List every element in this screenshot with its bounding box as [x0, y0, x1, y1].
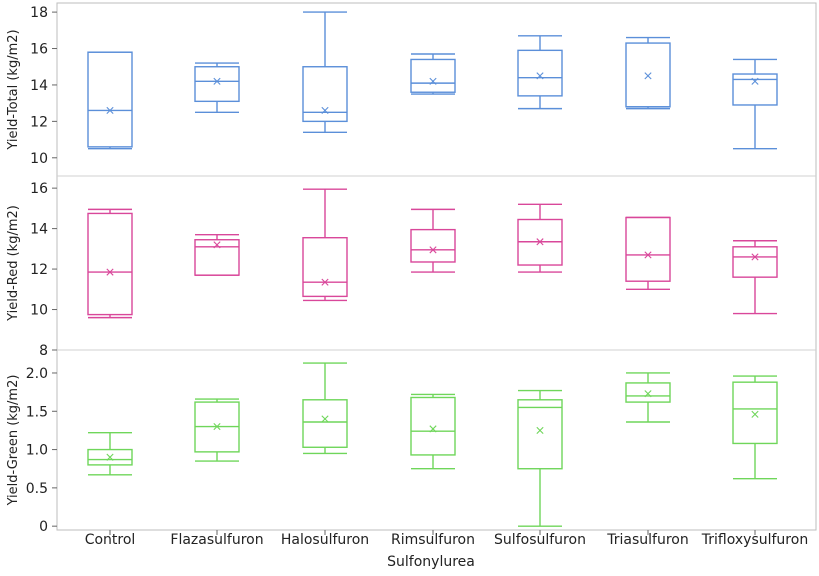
y-tick-label: 14 — [30, 222, 48, 238]
y-axis-title: Yield-Red (kg/m2) — [6, 205, 21, 322]
x-tick-label: Flazasulfuron — [170, 532, 263, 548]
mean-marker — [213, 77, 221, 85]
x-tick-label: Rimsulfuron — [391, 532, 475, 548]
box-sulfosulfuron — [517, 203, 563, 273]
y-tick-label: 10 — [30, 151, 48, 167]
box-control — [87, 51, 133, 150]
box-control — [87, 208, 133, 319]
box-body — [194, 239, 240, 276]
box-halosulfuron — [302, 188, 348, 302]
box-body — [194, 66, 240, 103]
panel-3: Yield-Green (kg/m2) 0 0.5 1.0 1.5 2.0 — [6, 362, 778, 535]
box-body — [410, 58, 456, 93]
box-body — [87, 448, 133, 466]
box-body — [87, 51, 133, 148]
box-trifloxysulfuron — [732, 240, 778, 315]
x-axis-title: Sulfonylurea — [387, 554, 475, 570]
box-triasulfuron — [625, 216, 671, 291]
box-halosulfuron — [302, 362, 348, 455]
mean-marker — [106, 268, 114, 276]
box-body — [517, 49, 563, 97]
box-body — [732, 381, 778, 445]
box-flazasulfuron — [194, 233, 240, 276]
mean-marker — [536, 426, 544, 435]
box-body — [302, 399, 348, 448]
mean-marker — [321, 278, 329, 286]
box-body — [517, 399, 563, 470]
y-axis-title: Yield-Green (kg/m2) — [6, 375, 21, 507]
box-flazasulfuron — [194, 398, 240, 462]
mean-marker — [751, 410, 759, 418]
y-tick-label: 1.5 — [26, 404, 48, 420]
box-flazasulfuron — [194, 62, 240, 113]
box-body — [732, 246, 778, 278]
y-tick-label: 14 — [30, 78, 48, 94]
box-body — [410, 396, 456, 456]
y-tick-label: 18 — [30, 5, 48, 21]
chart-frame — [56, 2, 817, 531]
mean-marker — [213, 241, 221, 249]
box-body — [410, 228, 456, 263]
mean-marker — [106, 453, 114, 461]
box-body — [732, 73, 778, 106]
y-tick-label: 10 — [30, 303, 48, 319]
mean-marker — [644, 72, 652, 80]
x-tick-label: Trifloxysulfuron — [701, 532, 808, 548]
x-tick-label: Triasulfuron — [606, 532, 688, 548]
plot-border — [56, 2, 817, 531]
box-rimsulfuron — [410, 53, 456, 95]
x-axis: Control Flazasulfuron Halosulfuron Rimsulfu… — [85, 530, 808, 548]
mean-marker — [751, 253, 759, 261]
y-tick-label: 12 — [30, 114, 48, 130]
box-sulfosulfuron — [517, 35, 563, 110]
mean-marker — [536, 238, 544, 246]
mean-marker — [213, 423, 221, 431]
box-sulfosulfuron — [517, 389, 563, 527]
box-rimsulfuron — [410, 393, 456, 470]
y-axis-title: Yield-Total (kg/m2) — [6, 29, 21, 150]
mean-marker — [429, 425, 437, 433]
mean-marker — [644, 251, 652, 259]
box-control — [87, 432, 133, 476]
box-halosulfuron — [302, 11, 348, 133]
mean-marker — [536, 72, 544, 80]
box-triasulfuron — [625, 36, 671, 110]
y-tick-label: 0 — [39, 519, 48, 535]
panel-1: Yield-Total (kg/m2) 10 12 14 16 18 — [6, 5, 778, 167]
box-trifloxysulfuron — [732, 58, 778, 150]
mean-marker — [644, 390, 652, 398]
mean-marker — [429, 246, 437, 254]
box-body — [625, 42, 671, 108]
y-tick-label: 8 — [39, 343, 48, 359]
x-tick-label: Halosulfuron — [281, 532, 369, 548]
y-tick-label: 0.5 — [26, 481, 48, 497]
box-trifloxysulfuron — [732, 375, 778, 480]
mean-marker — [751, 77, 759, 85]
mean-marker — [321, 106, 329, 115]
mean-marker — [321, 415, 329, 423]
x-tick-label: Sulfosulfuron — [494, 532, 586, 548]
x-tick-label: Control — [85, 532, 136, 548]
box-body — [302, 66, 348, 123]
box-body — [87, 212, 133, 316]
y-tick-label: 2.0 — [26, 366, 48, 382]
panel-2: Yield-Red (kg/m2) 8 10 12 14 16 — [6, 181, 778, 359]
box-body — [625, 382, 671, 403]
box-body — [302, 237, 348, 298]
mean-marker — [106, 106, 114, 115]
y-tick-label: 16 — [30, 42, 48, 58]
mean-marker — [429, 77, 437, 85]
y-tick-label: 12 — [30, 262, 48, 278]
box-triasulfuron — [625, 372, 671, 423]
y-tick-label: 16 — [30, 181, 48, 197]
box-rimsulfuron — [410, 208, 456, 273]
box-body — [625, 216, 671, 282]
y-tick-label: 1.0 — [26, 443, 48, 459]
